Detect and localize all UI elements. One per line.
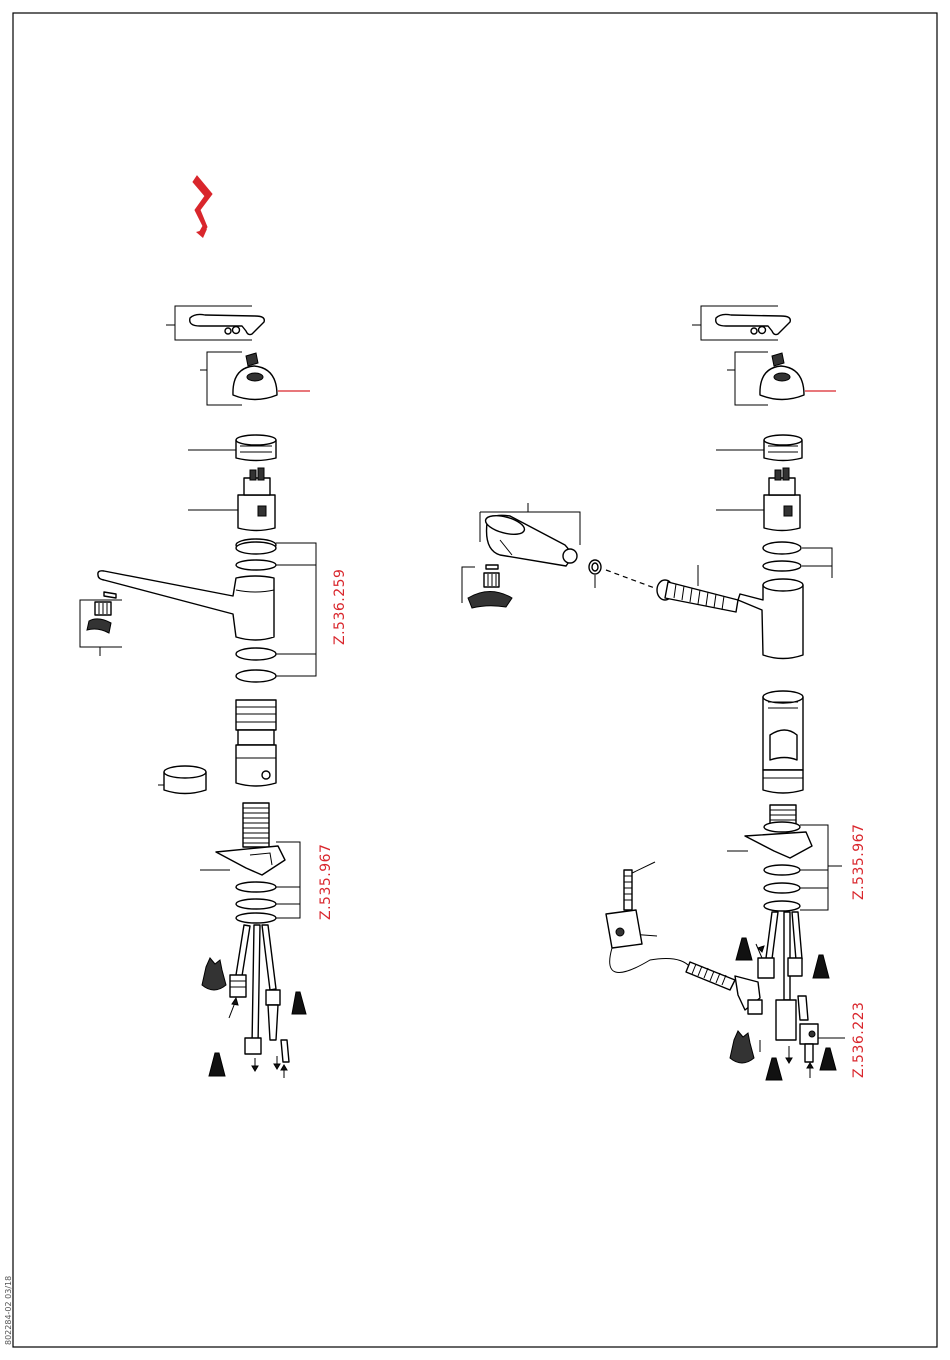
hose-nut — [230, 975, 246, 997]
mounting-bracket — [200, 846, 285, 875]
wrench-icon — [730, 1031, 754, 1063]
angle-connector — [686, 962, 762, 1014]
washer-3 — [764, 901, 800, 911]
left-faucet-assembly: Z.536.259 Z. — [80, 306, 348, 1078]
o-ring — [236, 560, 276, 570]
handle-cap — [200, 352, 310, 405]
ref-z535967-left-label: Z.535.967 — [318, 844, 334, 920]
pullout-hose — [657, 565, 738, 612]
handle-cap — [727, 352, 836, 405]
washer-1 — [764, 865, 800, 875]
page-frame — [13, 13, 937, 1347]
spout-body — [98, 571, 274, 640]
mixing-cartridge — [188, 468, 275, 531]
mixing-cartridge — [716, 468, 800, 531]
right-faucet-assembly: Z.535.967 Z.536.223 — [462, 306, 867, 1080]
seal-ring — [763, 542, 801, 554]
valve-key-icon — [813, 955, 829, 978]
lever-handle — [692, 306, 790, 340]
valve-key-icon — [736, 938, 752, 960]
wrench-icon — [202, 958, 226, 990]
cartridge-nut — [716, 435, 802, 461]
control-box — [606, 862, 690, 973]
pullout-body — [738, 579, 803, 659]
lightning-bolt-icon — [193, 176, 212, 238]
document-number: 802284-02 03/18 — [4, 1276, 13, 1345]
valve-key-icon — [292, 992, 306, 1014]
cartridge-nut — [188, 435, 276, 461]
ref-z536223-label: Z.536.223 — [851, 1002, 867, 1078]
valve-key-icon — [820, 1048, 836, 1070]
lower-seal-upper — [236, 648, 276, 660]
ref-z536259-label: Z.536.259 — [332, 569, 348, 645]
cover-ring — [158, 766, 206, 794]
o-ring — [763, 561, 801, 571]
lower-seal-bottom — [236, 670, 276, 682]
faucet-housing — [236, 700, 276, 786]
washer-1 — [236, 882, 276, 892]
valve-key-icon — [766, 1058, 782, 1080]
faucet-housing — [763, 691, 803, 793]
valve-key-icon — [209, 1053, 225, 1076]
threaded-stud — [243, 803, 269, 847]
washer-2 — [764, 883, 800, 893]
aerator — [80, 592, 122, 656]
ref-z535967-right-label: Z.535.967 — [851, 824, 867, 900]
washer-3 — [236, 913, 276, 923]
spray-head — [480, 503, 580, 566]
spray-aerator — [462, 565, 512, 608]
lever-handle — [166, 306, 264, 340]
washer-2 — [236, 899, 276, 909]
mounting-bracket — [727, 832, 812, 858]
